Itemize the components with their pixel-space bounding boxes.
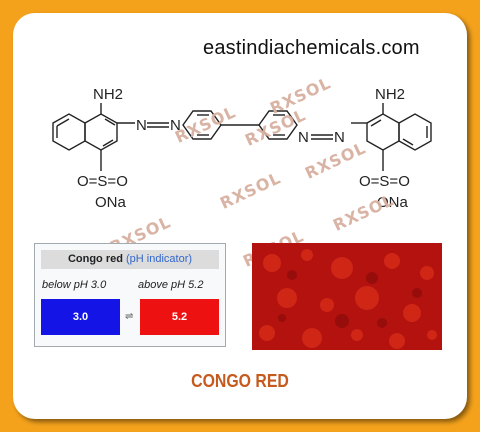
sulfonyl-left-label: O=S=O: [77, 173, 128, 190]
site-title: eastindiachemicals.com: [203, 37, 420, 59]
below-ph-label: below pH 3.0: [42, 279, 107, 291]
ph-indicator-title: Congo red (pH indicator): [41, 250, 219, 269]
indicator-name: Congo red: [67, 253, 123, 265]
equilibrium-arrow: ⇌: [125, 311, 134, 322]
sulfonyl-right-label: O=S=O: [359, 173, 410, 190]
high-ph-swatch: 5.2: [140, 299, 219, 335]
ona-right-label: ONa: [377, 194, 409, 211]
content-card: eastindiachemicals.com: [13, 13, 467, 419]
above-ph-label: above pH 5.2: [138, 279, 204, 291]
congo-red-structure: NH2 N N N N NH2 O=S=O ONa O=S=O ONa: [52, 86, 432, 211]
nh2-left-label: NH2: [93, 86, 123, 103]
low-ph-swatch: 3.0: [41, 299, 120, 335]
ona-left-label: ONa: [95, 194, 127, 211]
congo-red-powder-photo: [252, 243, 442, 350]
powder-texture: [252, 243, 442, 350]
ph-indicator-link[interactable]: (pH indicator): [126, 253, 193, 265]
azo-n-label-2: N: [170, 117, 181, 134]
nh2-right-label: NH2: [375, 86, 405, 103]
azo-n-label-4: N: [334, 129, 345, 146]
azo-n-label-1: N: [136, 117, 147, 134]
product-caption: CONGO RED: [191, 371, 289, 391]
azo-n-label-3: N: [298, 129, 309, 146]
ph-indicator-box: Congo red (pH indicator) below pH 3.0 ab…: [34, 243, 226, 347]
